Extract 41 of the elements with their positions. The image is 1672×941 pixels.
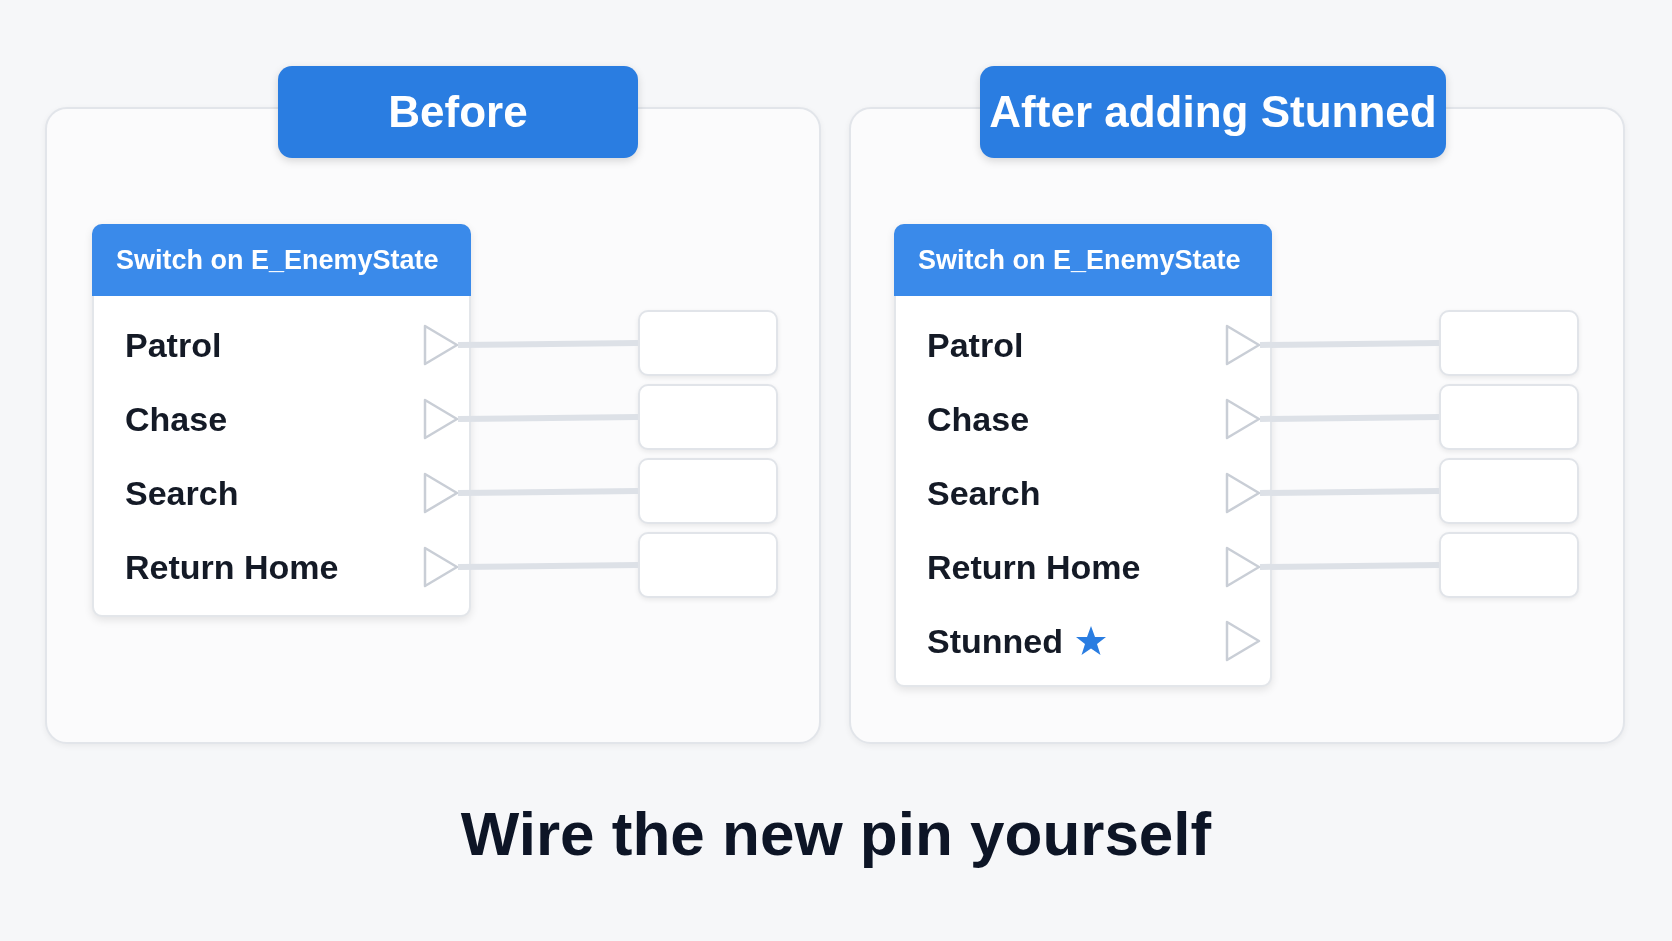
pin-label: Search (125, 473, 239, 513)
connector-line (1259, 414, 1440, 422)
empty-slot (1439, 310, 1579, 376)
empty-slot (638, 310, 778, 376)
node-card (894, 224, 1272, 687)
pin-label: Chase (927, 399, 1030, 439)
empty-slot (638, 532, 778, 598)
pin-icon (423, 546, 459, 588)
heading-tab: Before (278, 66, 638, 158)
connector-line (457, 562, 639, 570)
node-header: Switch on E_EnemyState (894, 224, 1272, 296)
connector-line (1259, 340, 1440, 348)
caption-text: Wire the new pin yourself (460, 799, 1212, 868)
pin-label: Patrol (125, 325, 222, 365)
node-header: Switch on E_EnemyState (92, 224, 471, 296)
node-card (92, 224, 471, 617)
connector-line (1259, 562, 1440, 570)
pin-icon (1225, 324, 1261, 366)
empty-slot (638, 458, 778, 524)
empty-slot (1439, 458, 1579, 524)
connector-line (457, 340, 639, 348)
pin-label: Patrol (927, 325, 1024, 365)
pin-icon (1225, 620, 1261, 662)
pin-icon (423, 398, 459, 440)
heading-tab: After adding Stunned (980, 66, 1446, 158)
pin-icon (1225, 398, 1261, 440)
pin-label: Return Home (125, 547, 339, 587)
pin-icon (423, 324, 459, 366)
pin-label: Chase (125, 399, 228, 439)
empty-slot (1439, 384, 1579, 450)
pin-label: Stunned (927, 621, 1063, 661)
pin-icon (423, 472, 459, 514)
pin-label: Search (927, 473, 1041, 513)
pin-label: Return Home (927, 547, 1141, 587)
connector-line (457, 488, 639, 496)
empty-slot (638, 384, 778, 450)
connector-line (1259, 488, 1440, 496)
pin-icon (1225, 546, 1261, 588)
connector-line (457, 414, 639, 422)
pin-icon (1225, 472, 1261, 514)
empty-slot (1439, 532, 1579, 598)
